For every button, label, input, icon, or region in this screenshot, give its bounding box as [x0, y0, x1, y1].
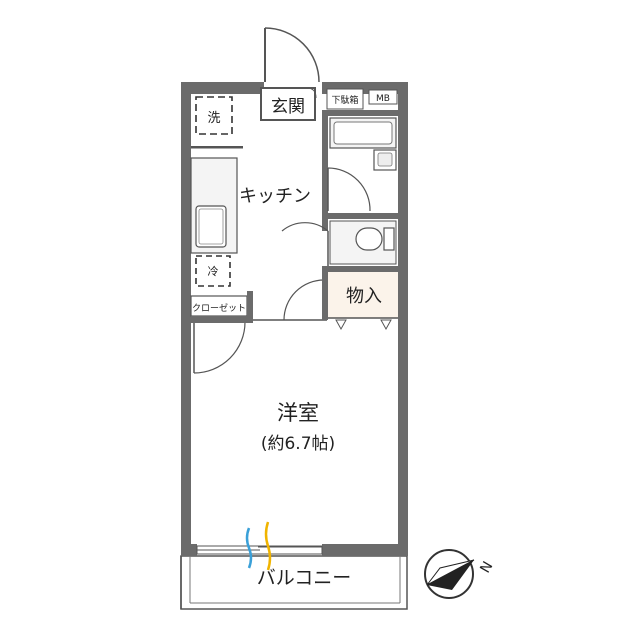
storage: 物入	[328, 272, 398, 331]
western-room: 洋室 (約6.7帖)	[261, 401, 335, 454]
balcony: バルコニー	[180, 555, 408, 610]
western-room-label: 洋室	[277, 401, 319, 425]
airflow-yellow-icon	[264, 521, 272, 571]
balcony-window	[196, 521, 323, 571]
meter-box: MB	[368, 89, 398, 105]
fridge-space: 冷	[195, 255, 231, 287]
front-door-swing	[264, 27, 320, 83]
closet: クローゼット	[190, 295, 248, 374]
toilet-icon	[355, 227, 383, 251]
washer-label: 洗	[207, 111, 220, 126]
entrance: 玄関	[260, 27, 322, 121]
closet-label: クローゼット	[192, 302, 246, 314]
western-room-size: (約6.7帖)	[261, 434, 335, 454]
kitchen-label: キッチン	[239, 186, 311, 207]
fridge-label: 冷	[208, 265, 219, 278]
shoe-box: 下駄箱	[326, 88, 364, 110]
kitchen-counter: キッチン	[190, 146, 311, 254]
entrance-label: 玄関	[271, 97, 305, 117]
compass: N	[424, 549, 496, 599]
compass-arrow-icon	[427, 560, 474, 590]
compass-north-label: N	[477, 559, 496, 576]
room-door-swing	[283, 279, 325, 321]
shoe-box-label: 下駄箱	[331, 94, 358, 106]
washer-space: 洗	[195, 96, 233, 135]
mb-label: MB	[376, 94, 390, 104]
balcony-label: バルコニー	[257, 567, 352, 589]
storage-label: 物入	[346, 286, 382, 307]
toilet-door-swing	[281, 222, 329, 232]
bathroom-block	[281, 110, 398, 320]
airflow-blue-icon	[245, 527, 253, 569]
bath-door-swing	[327, 167, 371, 212]
sink-icon	[195, 205, 227, 248]
